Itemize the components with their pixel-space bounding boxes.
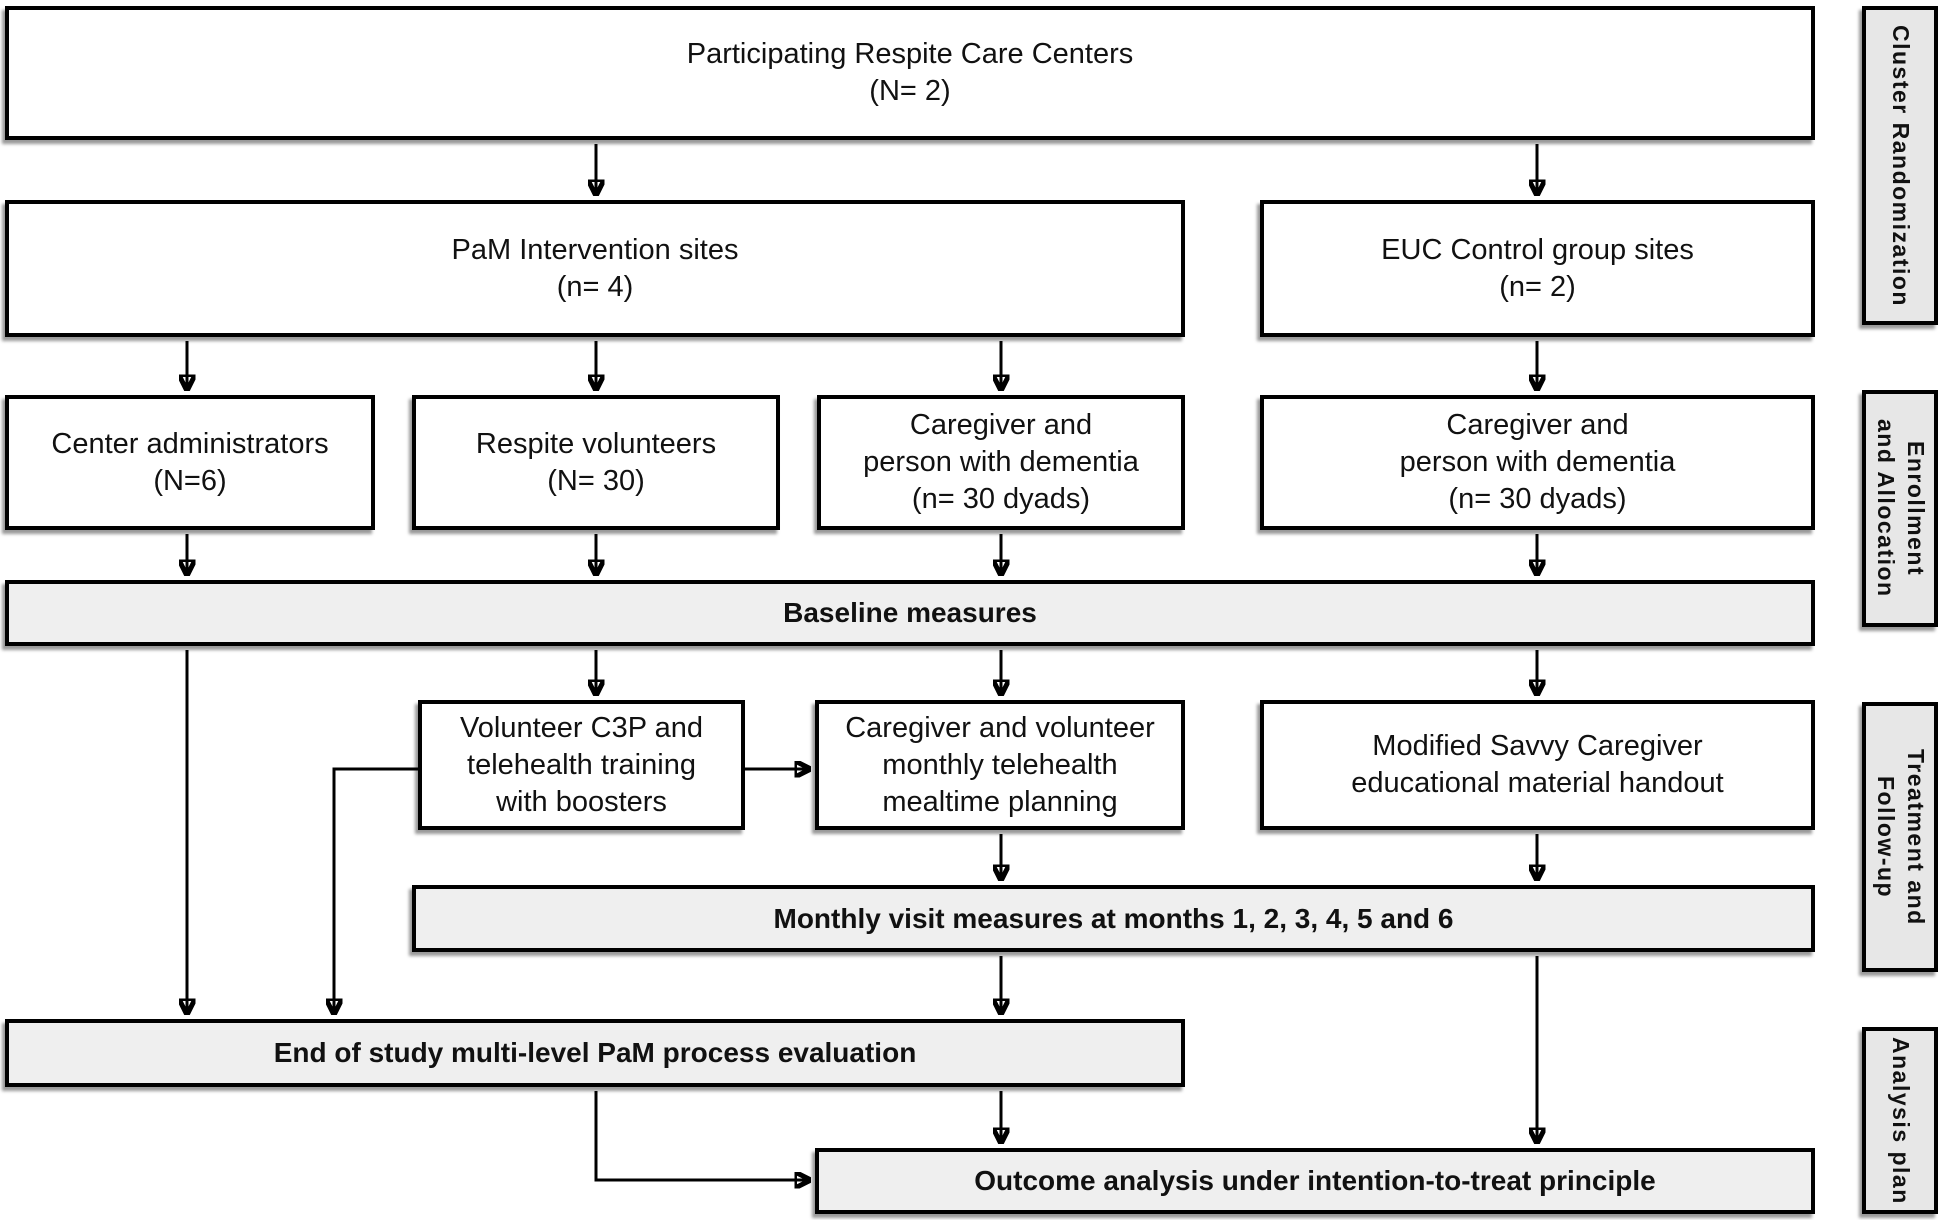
box-euc-control-sites: EUC Control group sites (n= 2) [1260,200,1815,337]
bar-outcome-analysis: Outcome analysis under intention-to-trea… [815,1148,1815,1214]
stage-analysis-plan: Analysis plan [1862,1027,1938,1214]
box-mealtime-planning: Caregiver and volunteer monthly teleheal… [815,700,1185,830]
box-savvy-caregiver-handout: Modified Savvy Caregiver educational mat… [1260,700,1815,830]
box-respite-volunteers: Respite volunteers (N= 30) [412,395,780,530]
bar-monthly-visit-measures: Monthly visit measures at months 1, 2, 3… [412,885,1815,952]
stage-analysis-plan-label: Analysis plan [1887,1036,1914,1205]
box-pam-intervention-sites: PaM Intervention sites (n= 4) [5,200,1185,337]
bar-end-of-study-evaluation: End of study multi-level PaM process eva… [5,1019,1185,1087]
box-volunteer-c3p-training: Volunteer C3P and telehealth training wi… [418,700,745,830]
stage-enrollment-allocation-label: Enrollment and Allocation [1873,419,1929,598]
arrow-training-elbow-to-endeval [334,767,418,1015]
stage-treatment-followup-label: Treatment and Follow-up [1873,748,1929,926]
box-pam-caregiver-dyads: Caregiver and person with dementia (n= 3… [817,395,1185,530]
bar-baseline-measures: Baseline measures [5,580,1815,646]
arrow-endeval-elbow-to-outcome [594,1091,811,1180]
box-center-administrators: Center administrators (N=6) [5,395,375,530]
stage-enrollment-allocation: Enrollment and Allocation [1862,390,1938,627]
stage-treatment-followup: Treatment and Follow-up [1862,702,1938,972]
box-participating-centers: Participating Respite Care Centers (N= 2… [5,6,1815,140]
box-euc-caregiver-dyads: Caregiver and person with dementia (n= 3… [1260,395,1815,530]
stage-cluster-randomization-label: Cluster Randomization [1887,24,1914,307]
stage-cluster-randomization: Cluster Randomization [1862,6,1938,325]
